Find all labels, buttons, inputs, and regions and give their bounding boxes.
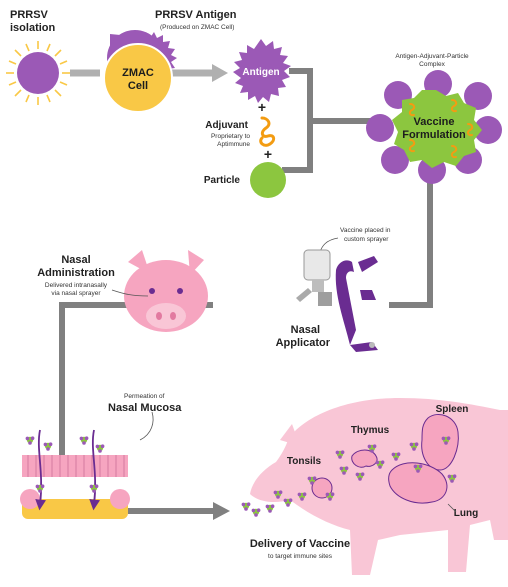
vaccine-label-2: Formulation xyxy=(402,129,466,141)
top-arrows xyxy=(70,64,230,520)
plus-sign-2: + xyxy=(264,146,272,162)
nasal-admin-sub-1: Delivered intranasally xyxy=(45,282,108,289)
spleen-label: Spleen xyxy=(436,404,469,415)
sprayer-icon xyxy=(296,249,332,306)
sprayer-label-1: Vaccine placed in xyxy=(340,227,391,234)
delivery-sub: to target immune sites xyxy=(268,553,333,560)
antigen-icon xyxy=(233,39,291,103)
mucosa-pointer xyxy=(139,411,154,441)
thymus-label: Thymus xyxy=(351,425,390,436)
tonsils-label: Tonsils xyxy=(287,456,322,467)
lung-pointer xyxy=(447,503,457,513)
arrowhead-antigen xyxy=(212,64,228,82)
adjuvant-icon xyxy=(259,116,276,147)
prrsv-virus xyxy=(6,41,70,105)
particle-label: Particle xyxy=(204,175,241,186)
particle-icon xyxy=(250,162,286,198)
applicator-icon xyxy=(335,256,378,352)
lung-organ xyxy=(388,462,448,504)
nasal-admin-label-2: Administration xyxy=(37,267,115,279)
nasal-admin-pointer xyxy=(111,289,149,297)
complex-label-2: Complex xyxy=(419,61,445,68)
adjuvant-sub-2: Aptimmune xyxy=(217,141,250,148)
arrowhead-pig xyxy=(213,502,230,520)
vaccine-label-1: Vaccine xyxy=(414,116,455,128)
zmac-label-2: Cell xyxy=(128,80,148,92)
zmac-cell xyxy=(103,30,177,113)
delivery-title: Delivery of Vaccine xyxy=(250,538,350,550)
organs xyxy=(241,414,459,517)
plus-sign-1: + xyxy=(258,99,266,115)
nasal-admin-label-1: Nasal xyxy=(61,254,90,266)
adjuvant-sub-1: Proprietary to xyxy=(211,133,250,140)
connector-antigen-particle xyxy=(282,68,313,173)
prrsv-isolation-label-2: isolation xyxy=(10,22,56,34)
prrsv-antigen-sub: (Produced on ZMAC Cell) xyxy=(160,24,234,31)
pig-face-icon xyxy=(124,250,208,332)
prrsv-isolation-label-1: PRRSV xyxy=(10,9,49,21)
nasal-mucosa-icon xyxy=(20,429,130,519)
connector-vaccine-down xyxy=(389,162,433,308)
connector-left-down xyxy=(59,302,213,458)
prrsv-antigen-title: PRRSV Antigen xyxy=(155,9,237,21)
adjuvant-label: Adjuvant xyxy=(205,120,248,131)
sprayer-label-2: custom sprayer xyxy=(344,236,389,243)
vaccine-complex-icon xyxy=(366,70,502,184)
permeation-label: Permeation of xyxy=(124,393,165,400)
nasal-admin-sub-2: via nasal sprayer xyxy=(51,290,101,297)
complex-label-1: Antigen-Adjuvant-Particle xyxy=(395,53,469,60)
thymus-organ xyxy=(351,449,378,468)
mucosa-label: Nasal Mucosa xyxy=(108,402,182,414)
applicator-label-2: Applicator xyxy=(276,337,331,349)
zmac-label-1: ZMAC xyxy=(122,67,154,79)
antigen-label: Antigen xyxy=(242,67,279,78)
lung-label: Lung xyxy=(454,508,478,519)
applicator-label-1: Nasal xyxy=(291,324,320,336)
spleen-organ xyxy=(421,414,459,471)
